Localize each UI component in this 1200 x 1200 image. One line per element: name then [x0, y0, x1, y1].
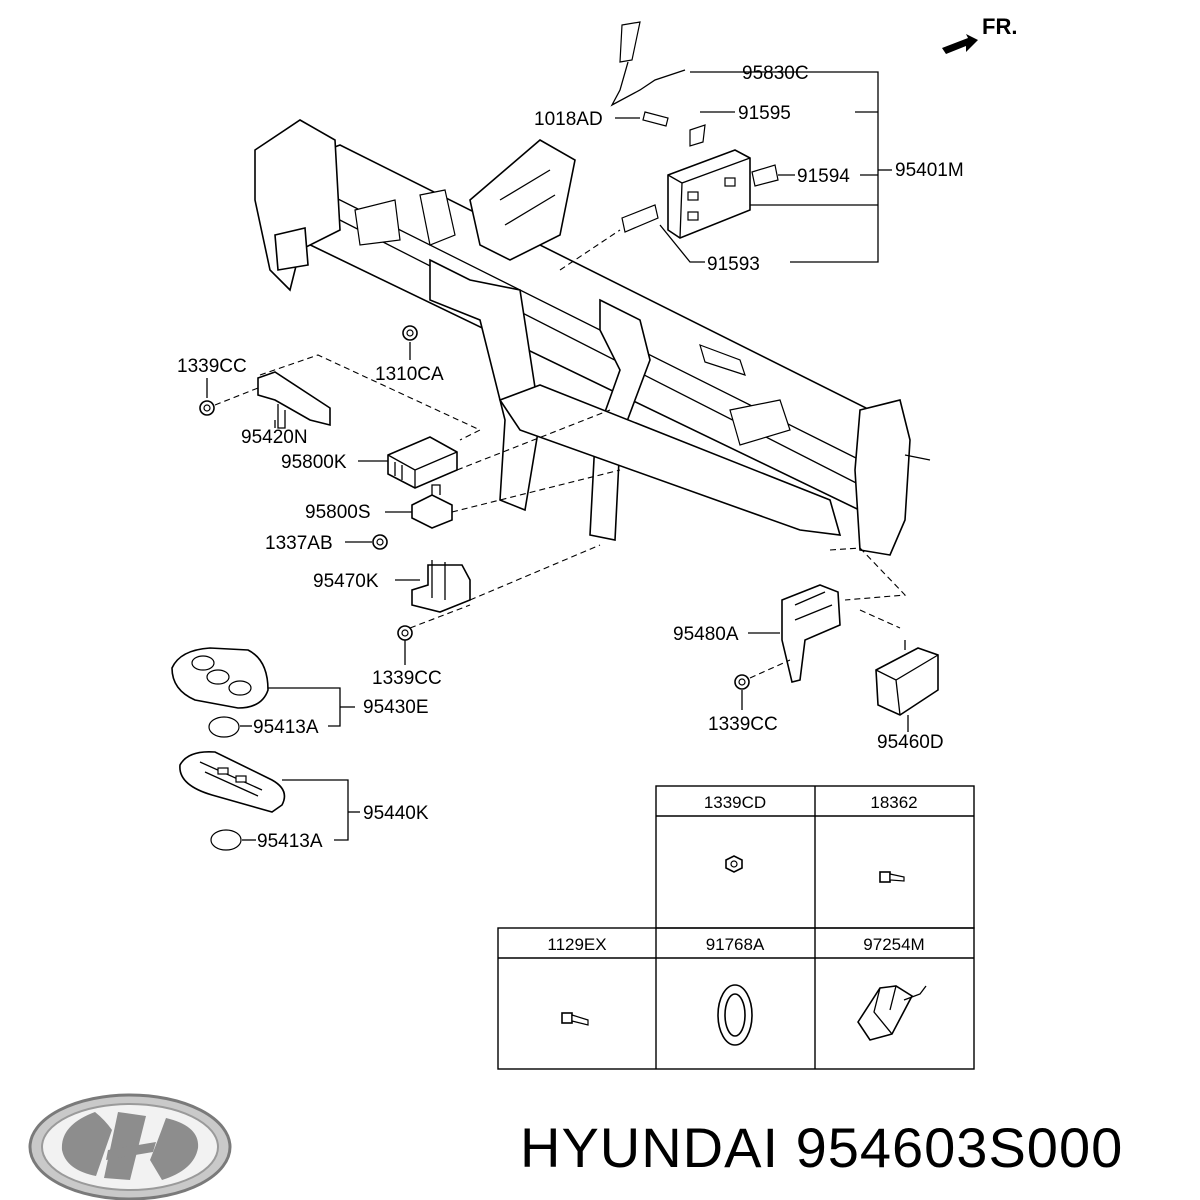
label-91595: 91595: [738, 103, 791, 124]
label-1337AB: 1337AB: [265, 533, 333, 554]
remote-key-fob-95430E: [171, 647, 355, 738]
smart-key-fob-95440K: [179, 750, 360, 851]
table-cell-97254M: 97254M: [863, 935, 924, 954]
label-95800K: 95800K: [281, 452, 347, 473]
label-95413A-lower: 95413A: [257, 831, 323, 852]
label-1018AD: 1018AD: [534, 109, 603, 130]
label-95420N: 95420N: [241, 427, 308, 448]
label-95460D: 95460D: [877, 732, 944, 753]
front-direction-label: FR.: [982, 14, 1017, 39]
label-91593: 91593: [707, 254, 760, 275]
label-95440K: 95440K: [363, 803, 429, 824]
label-95830C: 95830C: [742, 63, 809, 84]
front-direction-arrow-icon: [942, 34, 978, 54]
label-91594: 91594: [797, 166, 850, 187]
part-number-caption: HYUNDAI 954603S000: [520, 1116, 1124, 1179]
label-95470K: 95470K: [313, 571, 379, 592]
nut-1339CD-icon: [725, 855, 743, 873]
label-1339CC-middle: 1339CC: [372, 668, 442, 689]
label-95430E: 95430E: [363, 697, 429, 718]
grommet-91768A-icon: [717, 984, 753, 1046]
label-1339CC-right: 1339CC: [708, 714, 778, 735]
table-cell-18362: 18362: [870, 793, 917, 812]
right-lower-modules-group: [734, 547, 939, 732]
bolt-1129EX-icon: [561, 1012, 589, 1026]
table-cell-1339CD: 1339CD: [704, 793, 766, 812]
cowl-cross-bar: [254, 119, 931, 556]
hyundai-logo: [28, 1093, 232, 1200]
label-1310CA: 1310CA: [375, 364, 444, 385]
nut-1310CA: [402, 325, 418, 360]
left-modules-group: [199, 354, 621, 665]
clip-97254M-icon: [857, 985, 927, 1041]
label-95413A-upper: 95413A: [253, 717, 319, 738]
fastener-table: 1339CD 18362 1129EX 91768A 97254M: [497, 785, 975, 1070]
label-1339CC-upper: 1339CC: [177, 356, 247, 377]
label-95800S: 95800S: [305, 502, 371, 523]
smart-key-module-group: [559, 21, 892, 271]
table-cell-1129EX: 1129EX: [547, 935, 606, 954]
screw-18362-icon: [879, 871, 905, 883]
label-95401M: 95401M: [895, 160, 964, 181]
table-cell-91768A: 91768A: [706, 935, 765, 954]
label-95480A: 95480A: [673, 624, 739, 645]
